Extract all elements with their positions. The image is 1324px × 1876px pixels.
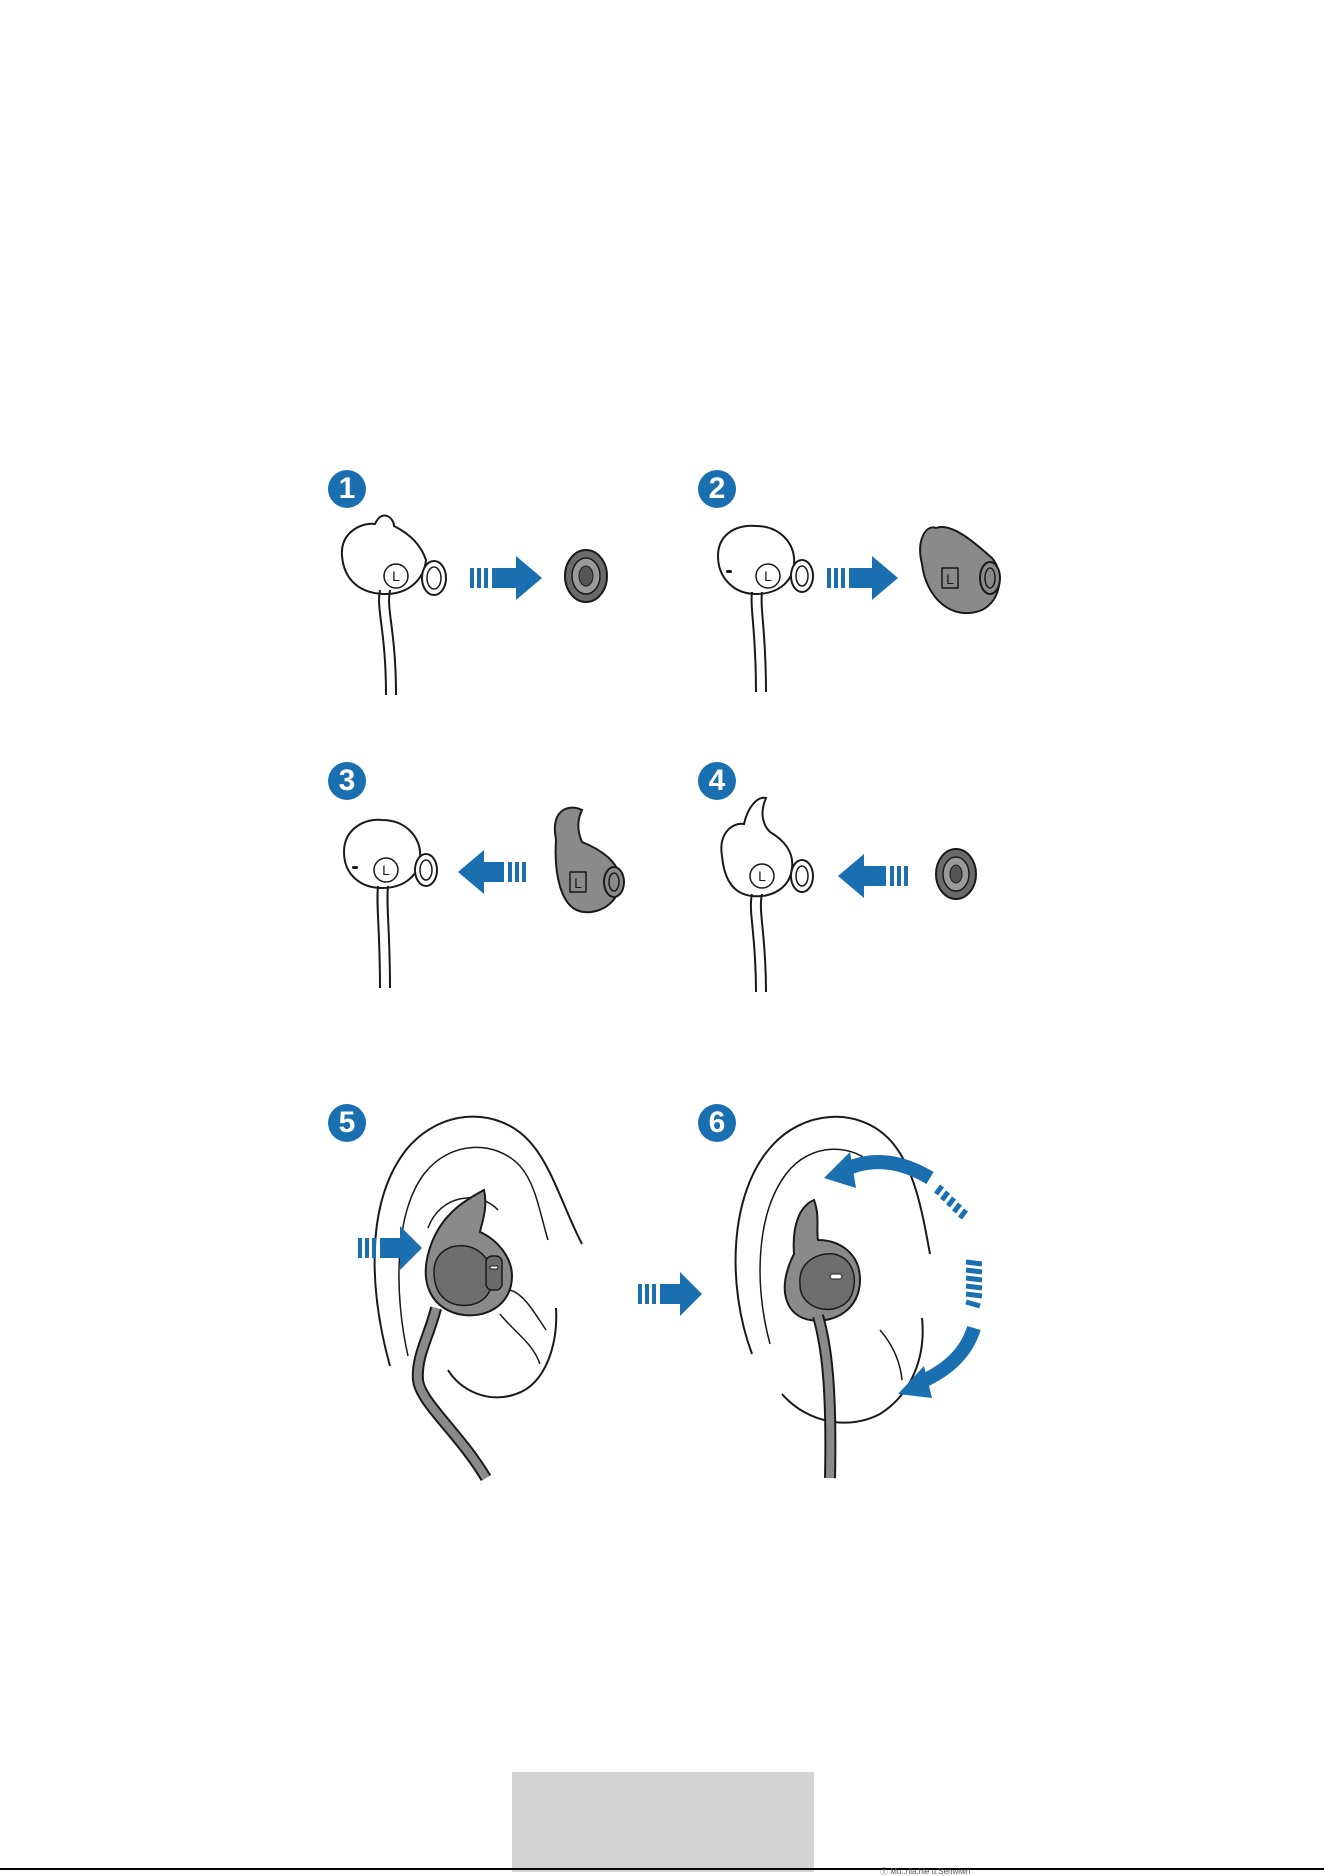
arrow-right-icon: [470, 556, 542, 600]
footer-fine-print: Ⓣ Mu..rlla.hle u.Sehwiwn: [880, 1868, 970, 1876]
step-1: 1 L: [320, 460, 650, 700]
page-number-box: [512, 1772, 814, 1872]
step-6: 6: [690, 1094, 1020, 1478]
earbud-illustration-step-4: L: [690, 752, 1020, 992]
earbud-side-label: L: [764, 568, 772, 584]
wingtip-side-label: L: [574, 875, 582, 891]
arrow-left-icon: [458, 850, 526, 894]
earbud-side-label: L: [382, 862, 390, 878]
earbud-side-label: L: [758, 868, 766, 884]
step-4: 4 L: [690, 752, 1020, 992]
earbud-side-label: L: [392, 568, 400, 584]
earbud-illustration-step-3: L L: [320, 752, 650, 992]
step-3: 3 L L: [320, 752, 650, 992]
ear-rotation-illustration-step-6: [690, 1094, 1020, 1478]
step-5: 5: [320, 1094, 640, 1478]
earbud-illustration-step-1: L: [320, 460, 650, 700]
rotate-arrow-icon: [824, 1152, 966, 1218]
arrow-right-icon: [358, 1226, 422, 1270]
ear-insertion-illustration-step-5: [320, 1094, 640, 1478]
step-2: 2 L L: [690, 460, 1020, 700]
arrow-left-icon: [838, 854, 908, 898]
footer-rule: [0, 1868, 1324, 1870]
arrow-right-icon: [827, 556, 898, 600]
wingtip-side-label: L: [946, 571, 954, 587]
earbud-illustration-step-2: L L: [690, 460, 1020, 700]
rotate-arrow-icon: [898, 1262, 982, 1398]
